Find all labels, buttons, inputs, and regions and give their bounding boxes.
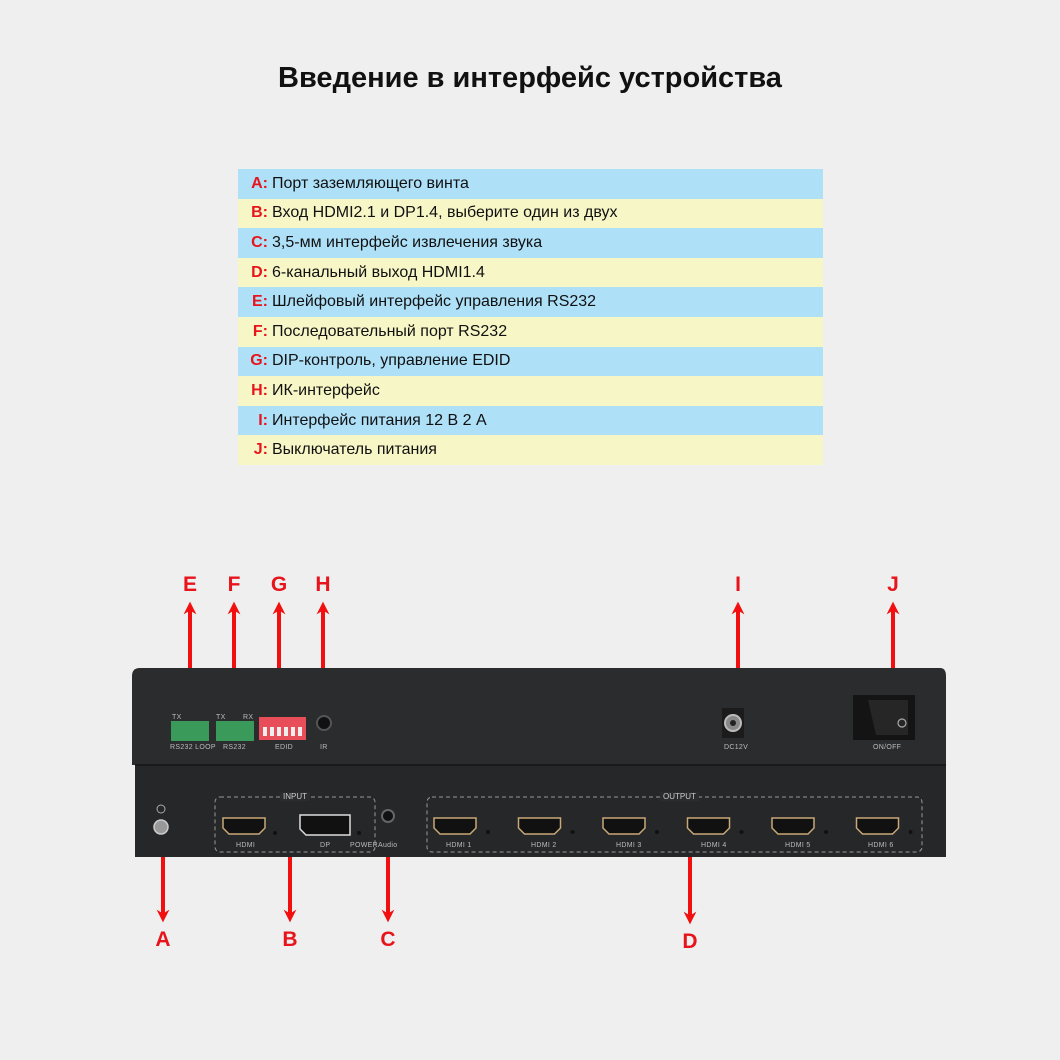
- legend-text: Вход HDMI2.1 и DP1.4, выберите один из д…: [272, 204, 618, 222]
- legend-row-c: C: 3,5-мм интерфейс извлечения звука: [238, 228, 823, 258]
- hdmi-input-port: [222, 817, 266, 835]
- legend-row-b: B:Вход HDMI2.1 и DP1.4, выберите один из…: [238, 198, 823, 229]
- legend-row-f: F:Последовательный порт RS232: [238, 316, 823, 347]
- legend-key: H:: [251, 381, 268, 399]
- label-rx: RX: [243, 714, 254, 721]
- hdmi-output-ports: [433, 817, 913, 835]
- callout-f: F: [227, 573, 241, 596]
- label-hdmi-in: HDMI: [236, 842, 256, 849]
- device-top-panel: [132, 668, 946, 765]
- callout-e: E: [182, 573, 197, 596]
- legend-key: E:: [252, 293, 268, 311]
- device-front-panel: [135, 765, 946, 857]
- legend-row-h: H: ИК-интерфейс: [238, 376, 823, 406]
- page-title: Введение в интерфейс устройства: [278, 62, 782, 94]
- hdmi-output-port-3: [602, 817, 646, 835]
- legend-key: G:: [250, 352, 268, 370]
- label-hdmi-out-4: HDMI 4: [701, 842, 727, 849]
- callout-i: I: [735, 573, 741, 596]
- label-ir: IR: [320, 744, 328, 751]
- rs232-terminal: [216, 721, 254, 741]
- callout-h: H: [315, 573, 331, 596]
- callout-b: B: [282, 928, 298, 951]
- callout-d: D: [682, 930, 698, 953]
- hdmi-output-port-5: [771, 817, 815, 835]
- output-group-box: [426, 796, 923, 853]
- legend-text: Шлейфовый интерфейс управления RS232: [272, 293, 597, 311]
- legend-key: I:: [258, 411, 268, 429]
- legend-text: DIP-контроль, управление EDID: [272, 352, 511, 370]
- legend-row-d: D:6-канальный выход HDMI1.4: [238, 257, 823, 288]
- legend-key: D:: [251, 263, 268, 281]
- legend-text: Интерфейс питания 12 В 2 А: [272, 411, 487, 429]
- callout-c: C: [380, 928, 396, 951]
- output-led-2: [570, 830, 575, 834]
- output-led-4: [739, 830, 744, 834]
- legend-row-e: E:Шлейфовый интерфейс управления RS232: [238, 287, 823, 317]
- legend-row-j: J: Выключатель питания: [238, 435, 823, 465]
- audio-jack: [381, 809, 395, 823]
- ground-screw: [153, 819, 169, 835]
- output-led-1: [486, 830, 490, 834]
- label-rs232-loop: RS232 LOOP: [170, 744, 216, 751]
- hdmi-output-port-2: [517, 817, 562, 835]
- hdmi-output-port-1: [433, 817, 477, 835]
- callout-j: J: [887, 573, 899, 596]
- callout-a: A: [155, 928, 171, 951]
- label-dc12v: DC12V: [724, 744, 749, 751]
- label-onoff: ON/OFF: [873, 744, 902, 751]
- legend-text: Порт заземляющего винта: [272, 174, 469, 192]
- label-dp: DP: [320, 842, 331, 849]
- label-hdmi-out-2: HDMI 2: [531, 842, 557, 849]
- rs232-loop-terminal: [171, 721, 209, 741]
- legend-key: B:: [251, 204, 268, 222]
- legend-text: Последовательный порт RS232: [272, 322, 508, 340]
- label-hdmi-out-5: HDMI 5: [785, 842, 811, 849]
- label-input: INPUT: [280, 792, 310, 801]
- label-hdmi-out-1: HDMI 1: [446, 842, 472, 849]
- hdmi-output-port-6: [855, 817, 900, 835]
- legend-key: A:: [251, 174, 268, 192]
- ir-port: [316, 715, 332, 731]
- label-tx-loop: TX: [172, 714, 182, 721]
- output-led-3: [655, 830, 659, 834]
- label-hdmi-out-6: HDMI 6: [868, 842, 894, 849]
- output-led-5: [824, 830, 828, 834]
- label-hdmi-out-3: HDMI 3: [616, 842, 642, 849]
- legend-table: A:Порт заземляющего винта B:Вход HDMI2.1…: [238, 169, 823, 465]
- legend-text: 6-канальный выход HDMI1.4: [272, 263, 485, 281]
- legend-text: ИК-интерфейс: [272, 381, 380, 399]
- hdmi-output-port-4: [686, 817, 731, 835]
- legend-key: J:: [253, 441, 268, 459]
- label-audio: Audio: [378, 842, 398, 849]
- legend-key: C:: [251, 233, 268, 251]
- legend-row-a: A:Порт заземляющего винта: [238, 169, 823, 199]
- dp-input-port: [299, 814, 351, 836]
- legend-row-i: I:Интерфейс питания 12 В 2 А: [238, 405, 823, 436]
- legend-row-g: G:DIP-контроль, управление EDID: [238, 346, 823, 377]
- legend-text: Выключатель питания: [272, 441, 437, 459]
- label-output: OUTPUT: [660, 792, 699, 801]
- output-led-6: [908, 830, 913, 834]
- legend-key: F:: [252, 322, 268, 340]
- legend-text: 3,5-мм интерфейс извлечения звука: [272, 233, 543, 251]
- callout-g: G: [270, 573, 288, 596]
- label-rs232: RS232: [223, 744, 246, 751]
- label-power: POWER: [350, 842, 378, 849]
- label-tx: TX: [216, 714, 226, 721]
- label-edid: EDID: [275, 744, 293, 751]
